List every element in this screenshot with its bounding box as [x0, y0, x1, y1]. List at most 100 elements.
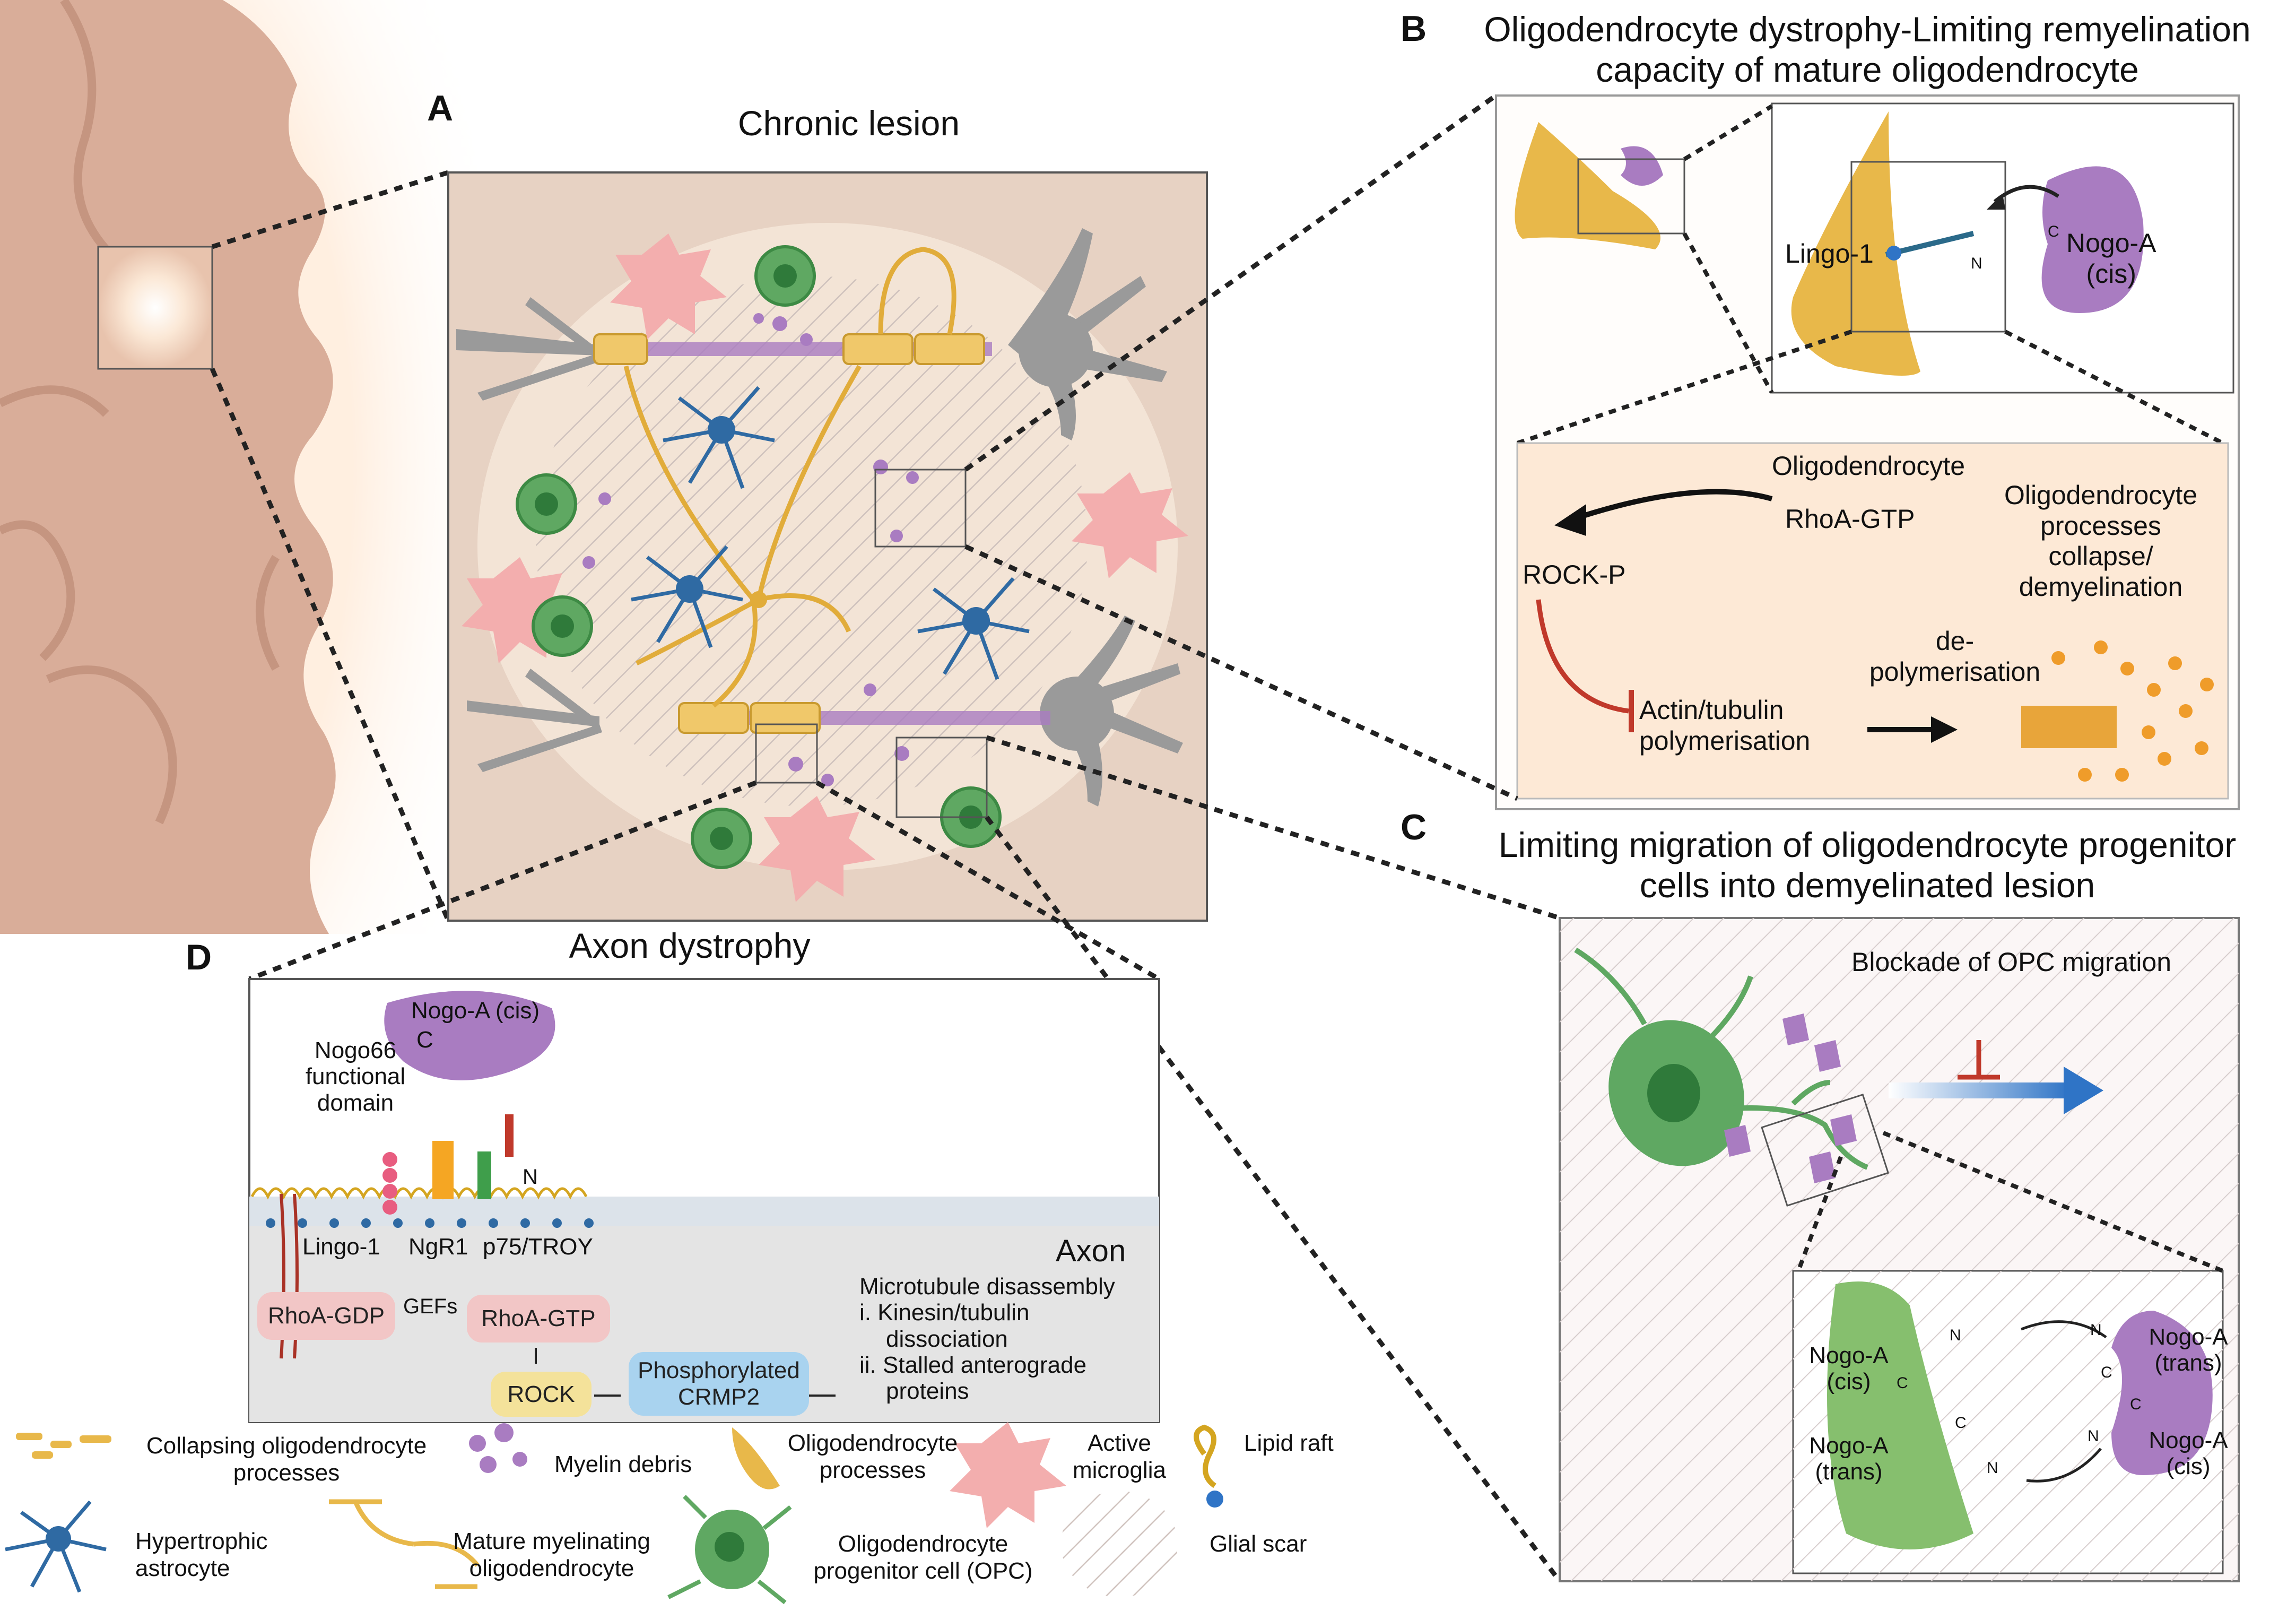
collapse-line2: processes	[2040, 510, 2161, 541]
panel-b-title: Oligodendrocyte dystrophy-Limiting remye…	[1454, 10, 2281, 90]
legend-astro-2: astrocyte	[135, 1555, 230, 1581]
axon-label: Axon	[1056, 1234, 1126, 1268]
c-terminus-c4: C	[2130, 1396, 2142, 1413]
micro-line4: ii. Stalled anterograde	[859, 1352, 1087, 1378]
legend-mature-2: oligodendrocyte	[469, 1555, 634, 1581]
legend-myelin-debris: Myelin debris	[554, 1451, 692, 1477]
nogo-trans-right: Nogo-A (trans)	[2143, 1324, 2233, 1376]
n-terminus-c1: N	[1950, 1327, 1961, 1344]
panel-b-box	[1495, 94, 2240, 810]
ngr1-label: NgR1	[408, 1234, 468, 1260]
crmp2-pill: Phosphorylated CRMP2	[629, 1352, 809, 1416]
legend-olig-processes: Oligodendrocyte processes	[785, 1430, 960, 1484]
gefs-label: GEFs	[403, 1295, 458, 1318]
legend-collapsing-2: processes	[233, 1459, 340, 1486]
legend-opc-1: Oligodendrocyte	[838, 1531, 1008, 1557]
panel-c-letter: C	[1401, 807, 1427, 847]
legend-collapsing-1: Collapsing oligodendrocyte	[146, 1433, 427, 1459]
n-terminus-c3: N	[2090, 1321, 2102, 1339]
n-terminus-d: N	[523, 1165, 538, 1189]
legend-opc-2: progenitor cell (OPC)	[813, 1557, 1033, 1584]
panel-d-title: Axon dystrophy	[569, 926, 811, 965]
nogo-trans-left-1: Nogo-A	[1809, 1433, 1889, 1459]
crmp2-line2: CRMP2	[677, 1384, 760, 1410]
nogo-cis-left-1: Nogo-A	[1809, 1343, 1889, 1369]
panel-a-letter: A	[427, 88, 454, 128]
collapse-label: Oligodendrocyte processes collapse/ demy…	[1979, 480, 2223, 602]
n-terminus-b: N	[1971, 255, 1982, 272]
oligodendrocyte-label: Oligodendrocyte	[1772, 451, 1965, 481]
actin-line2: polymerisation	[1639, 725, 1811, 756]
nogo-trans-left: Nogo-A (trans)	[1801, 1433, 1897, 1485]
micro-line2: i. Kinesin/tubulin	[859, 1300, 1030, 1326]
panel-b-letter: B	[1401, 8, 1427, 49]
c-terminus-c1: C	[1897, 1374, 1908, 1392]
micro-line5: proteins	[886, 1378, 969, 1405]
panel-a-title: Chronic lesion	[737, 103, 960, 143]
nogo66-line3: domain	[317, 1089, 394, 1116]
legend-glial-scar: Glial scar	[1210, 1531, 1307, 1557]
depoly-line2: polymerisation	[1869, 656, 2041, 687]
panel-b-title-line2: capacity of mature oligodendrocyte	[1596, 49, 2139, 89]
legend-lipid-raft: Lipid raft	[1244, 1430, 1334, 1456]
nogo66-line2: functional	[305, 1063, 406, 1090]
legend-microglia: Active microglia	[1061, 1430, 1178, 1484]
actin-line1: Actin/tubulin	[1639, 695, 1784, 725]
legend-mature: Mature myelinating oligodendrocyte	[440, 1528, 663, 1582]
lingo-label-d: Lingo-1	[302, 1234, 380, 1260]
n-terminus-c2: N	[1987, 1459, 1998, 1477]
legend-collapsing: Collapsing oligodendrocyte processes	[130, 1433, 443, 1486]
depolymerisation-label: de- polymerisation	[1867, 626, 2042, 687]
rhoa-gdp-pill: RhoA-GDP	[257, 1292, 395, 1340]
cis-text: (cis)	[2086, 258, 2136, 289]
panel-c-title: Limiting migration of oligodendrocyte pr…	[1454, 825, 2281, 906]
micro-line1: Microtubule disassembly	[859, 1274, 1115, 1300]
legend-opc: Oligodendrocyte progenitor cell (OPC)	[801, 1531, 1045, 1584]
panel-c-title-line1: Limiting migration of oligodendrocyte pr…	[1498, 825, 2237, 864]
nogo-trans-right-2: (trans)	[2154, 1350, 2222, 1376]
legend-astrocyte: Hypertrophic astrocyte	[135, 1528, 267, 1582]
nogo-trans-right-1: Nogo-A	[2149, 1324, 2228, 1350]
c-terminus-d: C	[416, 1027, 433, 1053]
nogo66-label: Nogo66 functional domain	[297, 1037, 414, 1116]
panel-d-letter: D	[186, 937, 212, 977]
rock-p-label: ROCK-P	[1523, 560, 1626, 590]
collapse-line3: collapse/	[2048, 541, 2153, 571]
micro-line3: dissociation	[886, 1326, 1008, 1352]
legend-astro-1: Hypertrophic	[135, 1528, 268, 1554]
legend-olig-1: Oligodendrocyte	[787, 1430, 958, 1456]
nogo-cis-right-2: (cis)	[2166, 1453, 2211, 1480]
collapse-line1: Oligodendrocyte	[2004, 480, 2198, 510]
collapse-line4: demyelination	[2019, 571, 2183, 602]
legend-microglia-1: Active	[1088, 1430, 1151, 1456]
rock-pill: ROCK	[491, 1372, 592, 1417]
c-terminus-c3: C	[2101, 1364, 2112, 1381]
c-terminus-b: C	[2048, 223, 2059, 240]
legend-microglia-2: microglia	[1072, 1457, 1167, 1483]
nogo-cis-left-2: (cis)	[1827, 1369, 1871, 1395]
p75-troy-label: p75/TROY	[483, 1234, 593, 1260]
nogo-trans-left-2: (trans)	[1815, 1459, 1883, 1485]
nogo-cis-right: Nogo-A (cis)	[2143, 1427, 2233, 1480]
depoly-line1: de-	[1935, 626, 1975, 656]
nogo-cis-label-b: Nogo-A (cis)	[2066, 228, 2156, 289]
nogo-a-text: Nogo-A	[2066, 228, 2156, 258]
panel-c-box	[1559, 917, 2240, 1582]
lingo-label-b: Lingo-1	[1785, 239, 1874, 268]
c-terminus-c2: C	[1955, 1414, 1967, 1432]
panel-a-box	[447, 171, 1208, 922]
nogo-cis-right-1: Nogo-A	[2149, 1427, 2228, 1453]
panel-c-title-line2: cells into demyelinated lesion	[1639, 865, 2095, 905]
blockade-label: Blockade of OPC migration	[1851, 947, 2172, 977]
microtubule-label: Microtubule disassembly i. Kinesin/tubul…	[859, 1274, 1115, 1404]
nogo66-line1: Nogo66	[314, 1037, 397, 1063]
n-terminus-c4: N	[2088, 1427, 2099, 1445]
legend-mature-1: Mature myelinating	[453, 1528, 650, 1554]
crmp2-line1: Phosphorylated	[638, 1357, 800, 1383]
nogo-cis-label-d: Nogo-A (cis)	[411, 998, 540, 1024]
rhoa-gtp-label-b: RhoA-GTP	[1785, 504, 1915, 534]
actin-tubulin-label: Actin/tubulin polymerisation	[1639, 695, 1810, 756]
brain-section	[0, 0, 477, 934]
panel-d-box	[248, 978, 1160, 1423]
